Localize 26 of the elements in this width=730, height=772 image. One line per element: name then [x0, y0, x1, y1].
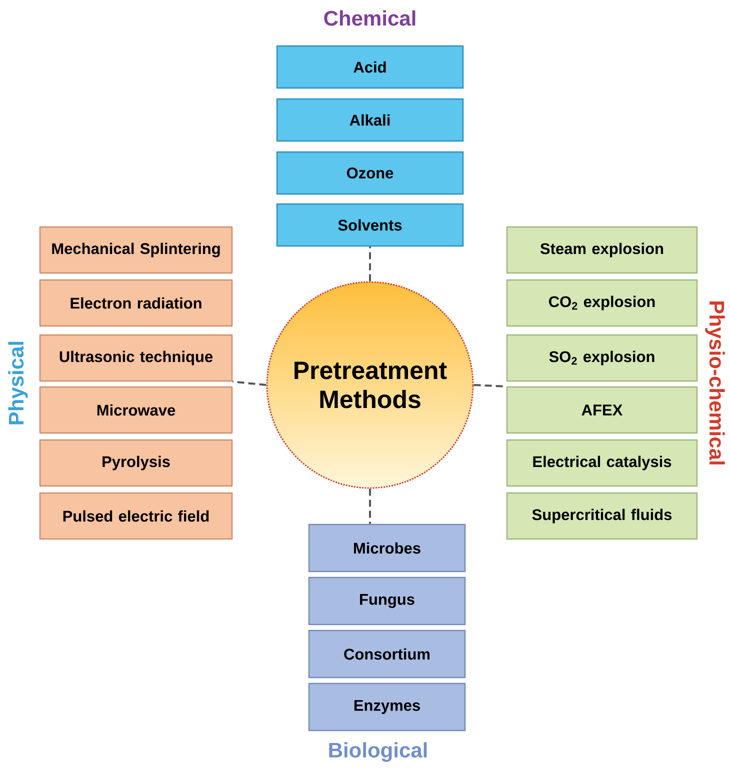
method-box: CO$_{2}$ explosion [506, 279, 698, 327]
method-box: Fungus [308, 576, 466, 626]
method-box: Steam explosion [506, 226, 698, 274]
method-box: Alkali [276, 98, 464, 142]
connector-line [369, 488, 371, 524]
method-box: Consortium [308, 630, 466, 678]
connector-line [232, 380, 266, 386]
method-box: Microbes [308, 524, 466, 572]
method-box: Electron radiation [39, 279, 233, 327]
method-box: Microwave [39, 386, 233, 434]
method-box: Supercritical fluids [506, 492, 698, 540]
method-box: SO$_{2}$ explosion [506, 334, 698, 382]
method-box: Acid [276, 45, 464, 89]
method-box: Electrical catalysis [506, 439, 698, 487]
category-heading: Chemical [324, 10, 416, 26]
method-box: Ultrasonic technique [39, 334, 233, 382]
method-box: Ozone [276, 151, 464, 195]
category-heading: Physical [8, 342, 28, 424]
method-box: Enzymes [308, 682, 466, 732]
connector-line [369, 246, 371, 282]
method-box: Mechanical Splintering [39, 226, 233, 274]
method-box: Solvents [276, 203, 464, 247]
method-box: Pyrolysis [39, 439, 233, 487]
category-heading: Physio-chemical [705, 302, 725, 464]
method-box: AFEX [506, 386, 698, 434]
method-box: Pulsed electric field [39, 492, 233, 540]
